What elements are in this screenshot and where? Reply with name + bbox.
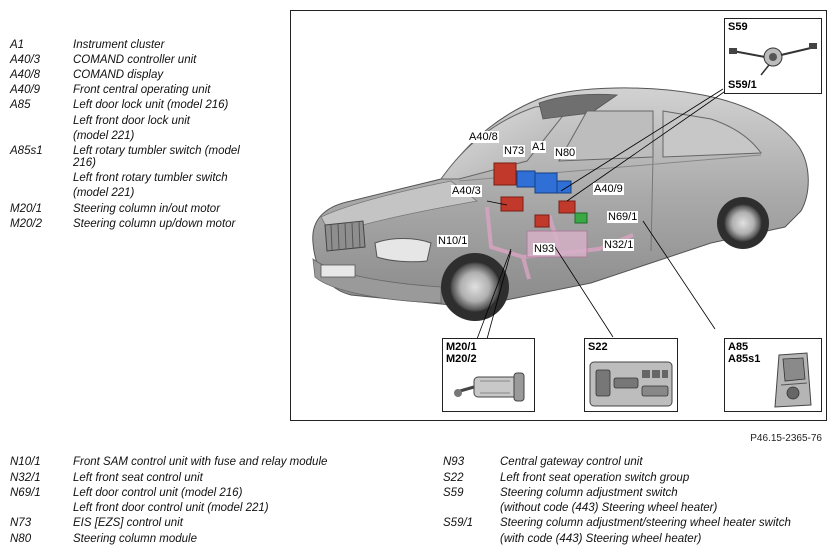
legend-desc: Left rotary tumbler switch (model (73, 145, 240, 157)
legend-desc: (model 221) (73, 130, 135, 142)
module-a40-3 (500, 196, 524, 212)
legend-desc: Left front seat control unit (73, 472, 203, 484)
legend-code: N69/1 (10, 487, 41, 499)
legend-code: N73 (10, 517, 32, 529)
legend-code: A40/3 (10, 54, 41, 66)
legend-desc: (with code (443) Steering wheel heater) (500, 533, 702, 545)
inset-s22: S22 (584, 338, 678, 412)
legend-desc: Steering column adjustment switch (500, 487, 678, 499)
module-a1 (534, 172, 558, 194)
module-a40-9 (558, 200, 576, 214)
callout-a40-9: A40/9 (593, 183, 624, 195)
legend-desc: Left front rotary tumbler switch (73, 172, 228, 184)
legend-desc: Steering column module (73, 533, 198, 545)
legend-code: S22 (443, 472, 464, 484)
legend-desc: Steering column up/down motor (73, 218, 236, 230)
car-side-window-rear (662, 110, 762, 158)
legend-desc: COMAND display (73, 69, 164, 81)
car-license-plate (320, 264, 356, 278)
legend-desc: Left front seat operation switch group (500, 472, 690, 484)
legend-desc: Instrument cluster (73, 39, 165, 51)
legend-desc: Front SAM control unit with fuse and rel… (73, 456, 328, 468)
car-door-line (650, 156, 654, 252)
module-a40-8 (493, 162, 517, 186)
legend-desc: Central gateway control unit (500, 456, 643, 468)
legend-code: S59/1 (443, 517, 474, 529)
steering-motor-icon (454, 372, 525, 402)
legend-desc: (model 221) (73, 187, 135, 199)
car-sunroof (538, 93, 619, 120)
legend-code: N32/1 (10, 472, 41, 484)
inset-s59: S59 S59/1 (724, 18, 822, 94)
car-front-rim (450, 262, 500, 312)
callout-n32-1: N32/1 (603, 239, 635, 251)
module-n93 (534, 214, 550, 228)
car-headlight (374, 238, 432, 263)
inset-a85-label: A85 (728, 341, 749, 353)
legend-code: N80 (10, 533, 32, 545)
inset-a85s1-label: A85s1 (728, 353, 761, 365)
legend-desc: Front central operating unit (73, 84, 211, 96)
leader-lines (476, 82, 738, 340)
legend-code: N93 (443, 456, 465, 468)
legend-code: A1 (10, 39, 25, 51)
door-lock-icon (774, 352, 812, 408)
callout-a40-3: A40/3 (451, 185, 482, 197)
inset-m20-1-label: M20/1 (446, 341, 477, 353)
callout-n69-1: N69/1 (607, 211, 639, 223)
inset-m20-2-label: M20/2 (446, 353, 477, 365)
legend-desc: 216) (73, 157, 97, 169)
module-n73 (516, 170, 536, 188)
module-n80 (556, 180, 572, 194)
legend-code: M20/2 (10, 218, 42, 230)
callout-a1: A1 (531, 141, 547, 153)
diagram-frame: A40/8 N73 A1 N80 A40/3 A40/9 N69/1 N10/1… (290, 10, 827, 421)
callout-n10-1: N10/1 (437, 235, 469, 247)
legend-desc: (without code (443) Steering wheel heate… (500, 502, 718, 514)
legend-code: A40/8 (10, 69, 41, 81)
legend-desc: Left door lock unit (model 216) (73, 99, 229, 111)
legend-code: A85 (10, 99, 31, 111)
legend-code: A85s1 (10, 145, 43, 157)
car-rear-rim (724, 204, 762, 242)
figure-id: P46.15-2365-76 (750, 433, 822, 444)
inset-a85: A85 A85s1 (724, 338, 822, 412)
car-illustration (312, 82, 809, 340)
inset-s22-label: S22 (588, 341, 608, 353)
legend-desc: Left front door control unit (model 221) (73, 502, 269, 514)
legend-desc: Steering column adjustment/steering whee… (500, 517, 791, 529)
legend-code: N10/1 (10, 456, 41, 468)
callout-n73: N73 (503, 145, 526, 157)
module-n69-1 (574, 212, 588, 224)
legend-desc: Steering column in/out motor (73, 203, 221, 215)
legend-code: M20/1 (10, 203, 42, 215)
inset-m20: M20/1 M20/2 (442, 338, 535, 412)
legend-code: S59 (443, 487, 464, 499)
steering-switch-icon (729, 43, 817, 76)
seat-switch-icon (589, 361, 673, 407)
legend-desc: Left door control unit (model 216) (73, 487, 243, 499)
callout-n80: N80 (554, 147, 577, 159)
callout-a40-8: A40/8 (468, 131, 499, 143)
callout-n93: N93 (533, 243, 556, 255)
legend-desc: EIS [EZS] control unit (73, 517, 183, 529)
legend-code: A40/9 (10, 84, 41, 96)
inset-s59-1-label: S59/1 (728, 79, 757, 91)
inset-s59-label: S59 (728, 21, 748, 33)
legend-desc: Left front door lock unit (73, 115, 190, 127)
legend-desc: COMAND controller unit (73, 54, 197, 66)
